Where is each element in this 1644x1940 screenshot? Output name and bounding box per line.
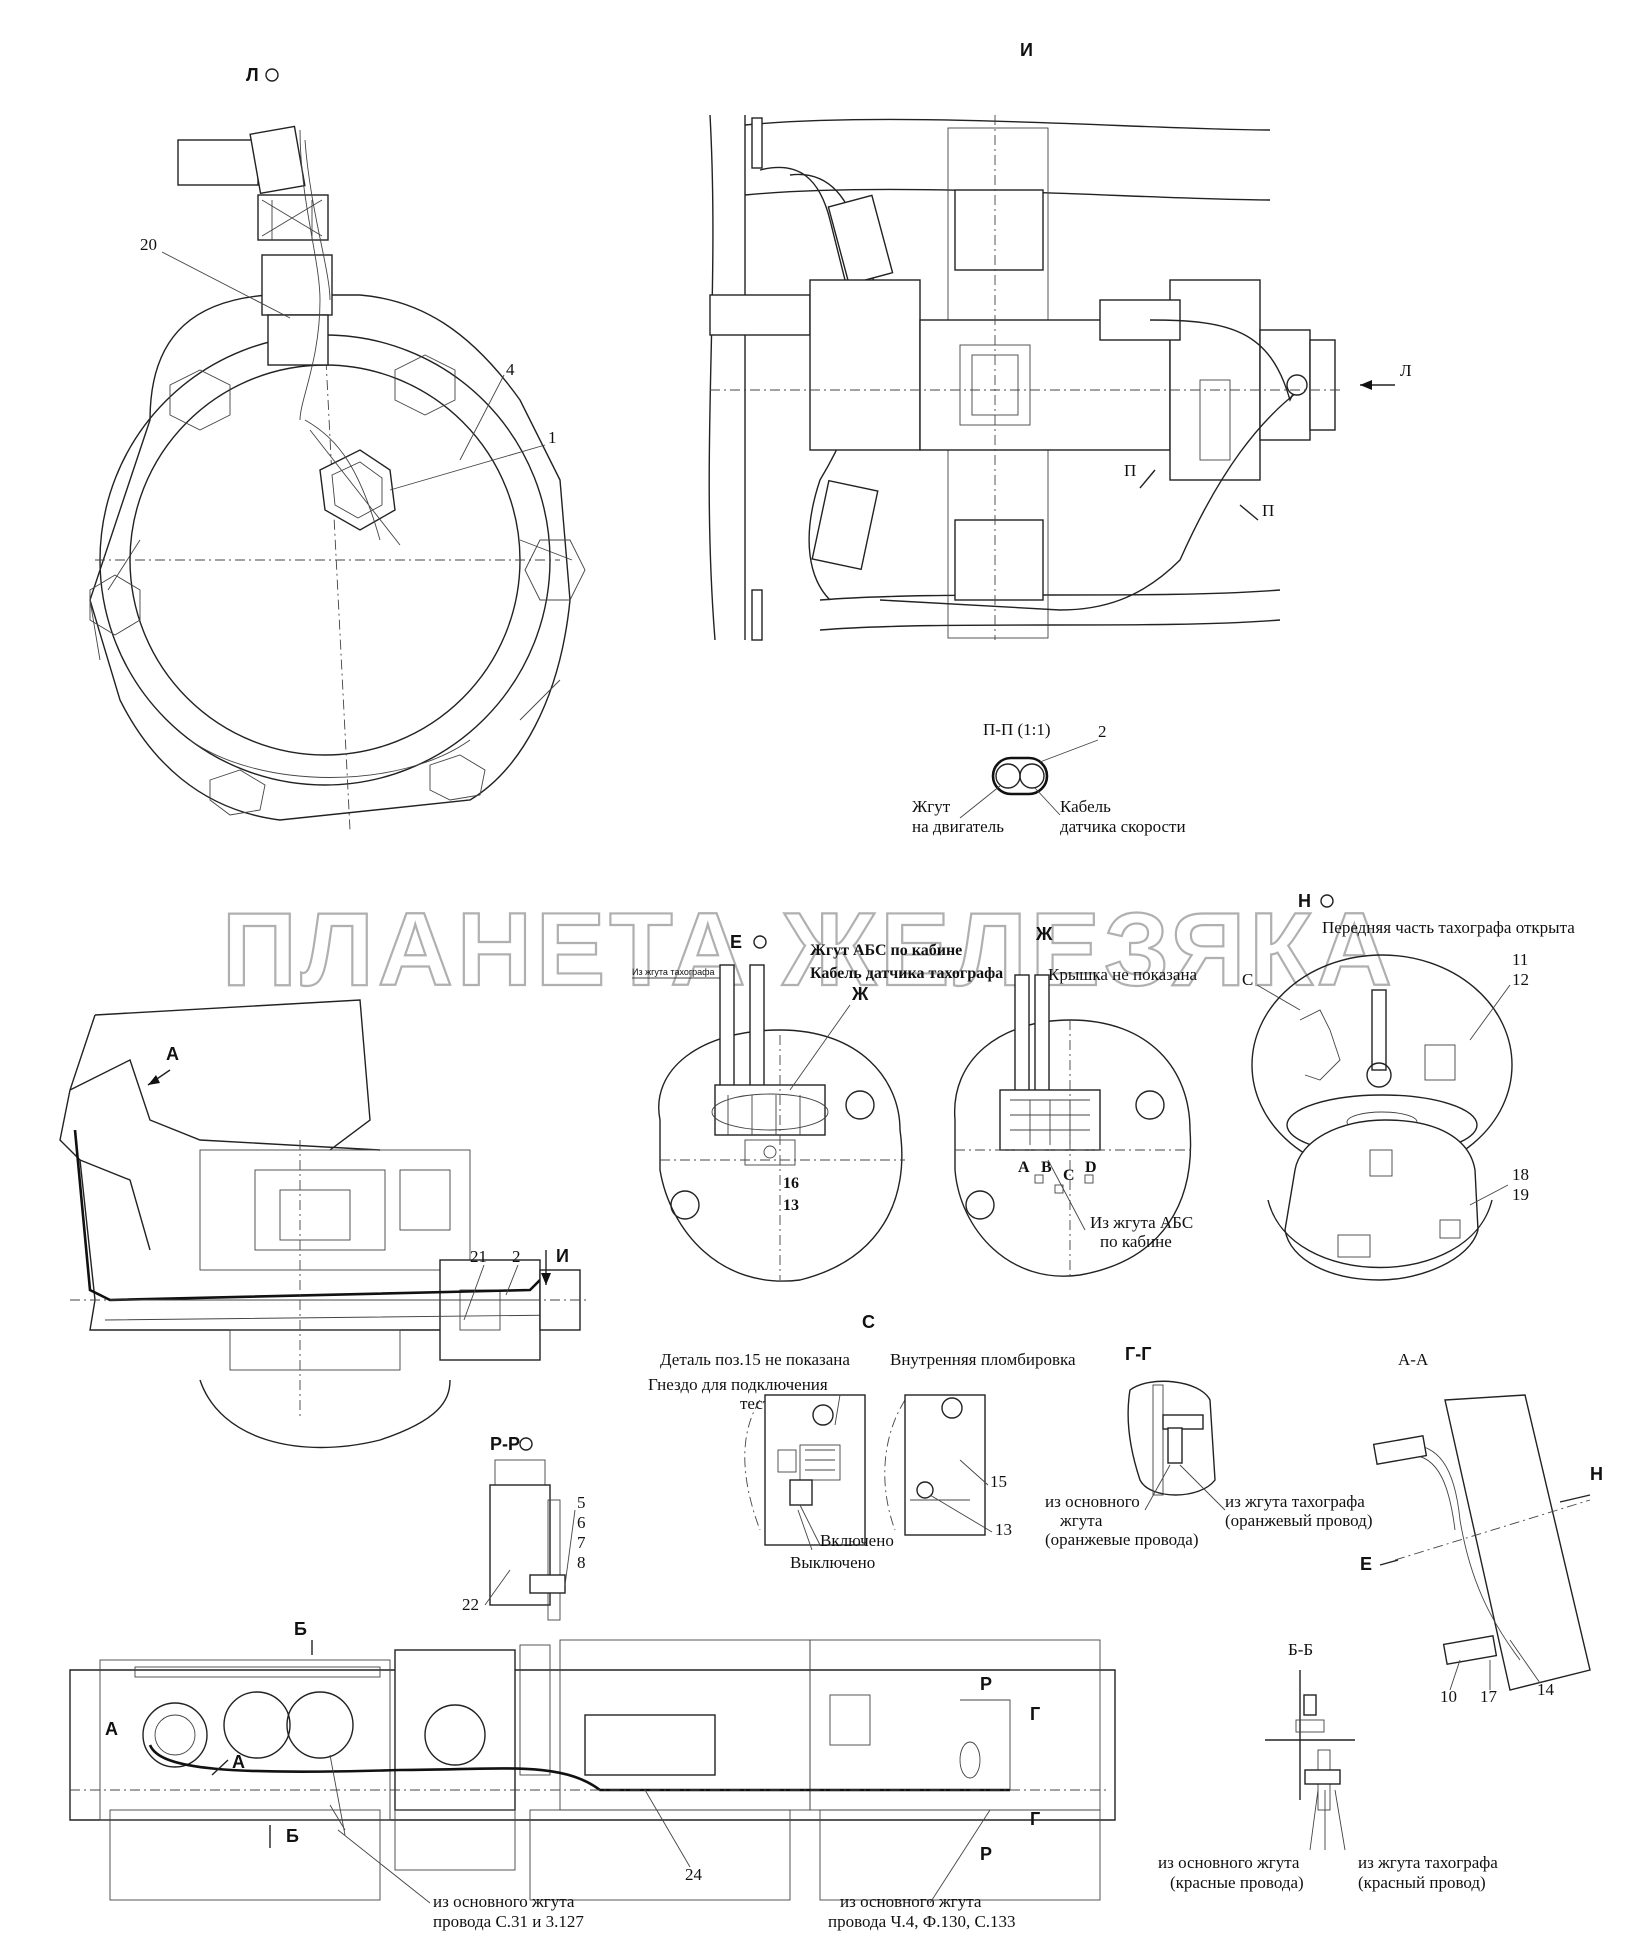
view-zh: Ж Крышка не показана A B C D Из жгута АБ… — [954, 924, 1198, 1280]
dash-pos-24: 24 — [685, 1865, 703, 1884]
view-n: Н Передняя часть тахографа открыта С 11 … — [1242, 891, 1575, 1281]
contact-a: A — [1018, 1159, 1030, 1176]
engine-pos-21: 21 — [470, 1247, 487, 1266]
c-off: Выключено — [790, 1553, 875, 1572]
section-aa: А-А Н Е 10 17 14 — [1360, 1350, 1603, 1706]
engine-arrow-a: А — [166, 1044, 179, 1064]
contact-c: C — [1063, 1167, 1075, 1184]
part15-not-shown: Деталь поз.15 не показана — [660, 1350, 850, 1369]
view-l: Л 20 4 1 — [89, 65, 586, 831]
aa-arrow-n: Н — [1590, 1464, 1603, 1484]
view-e: Е Жгут АБС по кабине Кабель датчика тахо… — [632, 932, 1003, 1282]
arrow-p2-label: П — [1262, 501, 1274, 520]
watermark: ПЛАНЕТА ЖЕЛЕЗЯКА — [222, 892, 1396, 1008]
dash-arrow-g2: Г — [1030, 1809, 1040, 1829]
tacho-cable-label: Кабель датчика тахографа — [810, 965, 1003, 982]
dash-arrow-g1: Г — [1030, 1704, 1040, 1724]
aa-arrow-e: Е — [1360, 1554, 1372, 1574]
n-pos-11: 11 — [1512, 950, 1528, 969]
rr-pos-5: 5 — [577, 1493, 586, 1512]
cover-not-shown: Крышка не показана — [1048, 965, 1198, 984]
gg-tacho: из жгута тахографа(оранжевый провод) — [1225, 1492, 1373, 1530]
contact-b: B — [1041, 1159, 1052, 1176]
view-i-title: И — [1020, 40, 1033, 60]
view-l-title: Л — [246, 65, 259, 85]
rr-pos-7: 7 — [577, 1533, 586, 1552]
view-zh-title: Ж — [1035, 924, 1053, 944]
rr-pos-8: 8 — [577, 1553, 586, 1572]
e-pos-16: 16 — [783, 1175, 799, 1192]
view-n-title: Н — [1298, 891, 1311, 911]
n-pos-12: 12 — [1512, 970, 1529, 989]
view-l-mark — [265, 68, 279, 82]
view-e-zh: Ж — [851, 984, 869, 1004]
c-pos-15: 15 — [990, 1472, 1007, 1491]
pos-20: 20 — [140, 235, 157, 254]
n-pos-19: 19 — [1512, 1185, 1529, 1204]
view-c-title: С — [862, 1312, 875, 1332]
engine-pos-2: 2 — [512, 1247, 521, 1266]
internal-seal: Внутренняя пломбировка — [890, 1350, 1076, 1369]
rr-pos-22: 22 — [462, 1595, 479, 1614]
section-pp-title: П-П (1:1) — [983, 720, 1051, 739]
bb-main: из основного жгута(красные провода) — [1158, 1853, 1304, 1892]
view-e-title: Е — [730, 932, 742, 952]
dash-arrow-b2: Б — [286, 1826, 299, 1846]
section-bb: Б-Б из основного жгута(красные провода) … — [1158, 1640, 1498, 1892]
dash-arrow-r1: Р — [980, 1674, 992, 1694]
dashboard: Б А А Б Р Г Р Г 24 из основно — [69, 1619, 1116, 1931]
view-c: С Деталь поз.15 не показана Гнездо для п… — [648, 1312, 1076, 1572]
engine-arrow-i: И — [556, 1246, 569, 1266]
dash-arrow-a1: А — [105, 1719, 118, 1739]
dash-arrow-r2: Р — [980, 1844, 992, 1864]
arrow-p1-label: П — [1124, 461, 1136, 480]
pos-4: 4 — [506, 360, 515, 379]
contact-d: D — [1085, 1159, 1097, 1176]
section-rr: Р-Р 5 6 7 8 22 — [462, 1434, 586, 1621]
e-pos-13: 13 — [783, 1197, 799, 1214]
front-open-label: Передняя часть тахографа открыта — [1322, 918, 1575, 937]
abs-harness-label: Жгут АБС по кабине — [810, 942, 962, 959]
dash-arrow-a2: А — [232, 1752, 245, 1772]
section-gg-title: Г-Г — [1125, 1344, 1151, 1364]
section-bb-title: Б-Б — [1288, 1640, 1313, 1659]
c-pos-13: 13 — [995, 1520, 1012, 1539]
pos-1: 1 — [548, 428, 557, 447]
section-aa-title: А-А — [1398, 1350, 1429, 1369]
aa-pos-10: 10 — [1440, 1687, 1457, 1706]
dash-arrow-b1: Б — [294, 1619, 307, 1639]
bb-tacho: из жгута тахографа(красный провод) — [1358, 1853, 1498, 1892]
n-pos-18: 18 — [1512, 1165, 1529, 1184]
section-rr-title: Р-Р — [490, 1434, 520, 1454]
pp-pos-2: 2 — [1098, 722, 1107, 741]
aa-pos-17: 17 — [1480, 1687, 1498, 1706]
aa-pos-14: 14 — [1537, 1680, 1555, 1699]
n-c-label: С — [1242, 970, 1253, 989]
from-tacho-small: Из жгута тахографа — [632, 967, 715, 977]
arrow-l-label: Л — [1400, 361, 1412, 380]
view-i: И Л — [708, 40, 1412, 641]
c-on: Включено — [820, 1531, 894, 1550]
engine-view: А 21 2 И — [59, 999, 590, 1449]
rr-pos-6: 6 — [577, 1513, 586, 1532]
